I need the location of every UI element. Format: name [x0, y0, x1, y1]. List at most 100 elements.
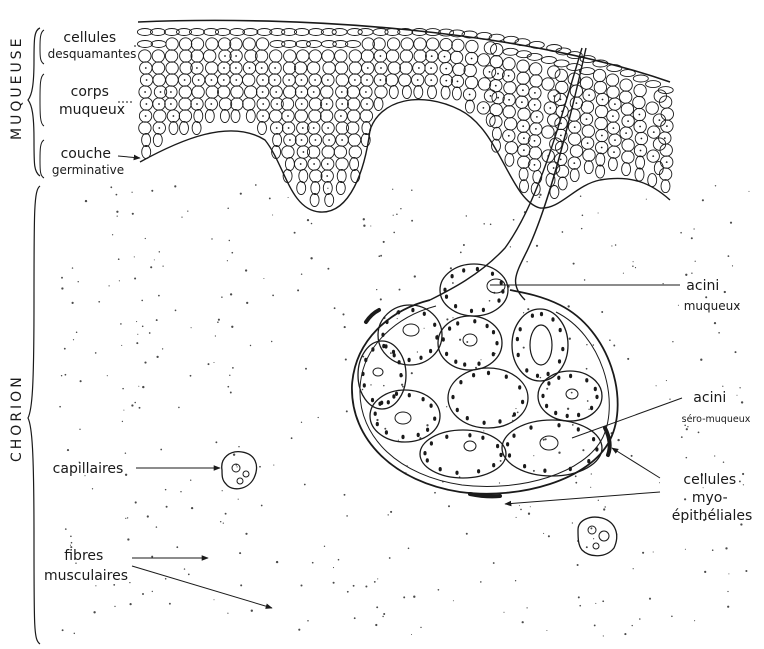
acinar-nucleus	[381, 333, 384, 337]
stipple-dot	[376, 289, 377, 290]
epithelial-cell	[374, 98, 383, 111]
stipple-dot	[586, 344, 587, 345]
epithelial-cell	[478, 54, 490, 66]
stipple-dot	[333, 582, 335, 584]
acinar-nucleus	[481, 436, 484, 440]
stipple-dot	[190, 375, 192, 377]
capillary-2	[578, 517, 617, 556]
cell-nucleus	[196, 103, 198, 105]
stipple-dot	[466, 341, 468, 343]
cell-nucleus	[664, 137, 666, 139]
stipple-dot	[741, 401, 743, 403]
epithelial-cell	[466, 40, 478, 52]
stipple-dot	[353, 585, 355, 587]
stipple-dot	[114, 606, 115, 607]
cell-nucleus	[328, 139, 330, 141]
cell-nucleus	[235, 55, 237, 57]
stipple-dot	[382, 616, 383, 617]
stipple-dot	[184, 568, 185, 569]
epithelial-cell	[570, 145, 582, 157]
acinar-nucleus	[543, 469, 546, 473]
stipple-dot	[159, 251, 160, 252]
epithelial-cell	[529, 147, 541, 159]
epithelial-cell	[180, 50, 192, 62]
cell-nucleus	[380, 55, 382, 57]
stipple-dot	[327, 268, 329, 270]
cell-nucleus	[287, 115, 289, 117]
epithelial-cell	[307, 62, 319, 74]
stipple-dot	[500, 460, 502, 462]
epithelial-cell	[283, 62, 295, 74]
epithelial-cell	[464, 64, 476, 76]
epithelial-cell	[620, 70, 635, 77]
stipple-dot	[582, 215, 584, 217]
stipple-dot	[230, 392, 232, 394]
stipple-dot	[156, 526, 157, 527]
epithelial-cell	[414, 86, 423, 99]
stipple-dot	[631, 455, 633, 457]
stipple-dot	[691, 237, 693, 239]
cell-nucleus	[354, 79, 356, 81]
stipple-dot	[725, 547, 727, 549]
cell-nucleus	[146, 103, 148, 105]
epithelial-cell	[504, 82, 516, 94]
stipple-dot	[724, 291, 726, 293]
basement-membrane	[140, 100, 670, 212]
epithelial-cell	[582, 125, 594, 137]
epithelial-cell	[505, 142, 517, 154]
stipple-dot	[227, 260, 228, 261]
acinar-nucleus	[371, 398, 374, 402]
acinar-nucleus	[499, 453, 502, 457]
stipple-dot	[694, 620, 695, 621]
epithelial-cell	[478, 78, 490, 90]
stipple-dot	[400, 208, 401, 209]
epithelial-cell	[399, 74, 411, 86]
stipple-dot	[685, 549, 686, 550]
stipple-dot	[671, 616, 673, 618]
epithelial-cell	[608, 158, 617, 171]
cell-nucleus	[170, 103, 172, 105]
epithelial-cell	[636, 156, 645, 169]
acinar-nucleus	[456, 321, 459, 325]
stipple-dot	[222, 490, 223, 491]
stipple-dot	[338, 559, 340, 561]
stipple-dot	[245, 533, 247, 535]
stipple-dot	[490, 224, 492, 226]
epithelial-cell	[336, 158, 348, 170]
epithelial-cell	[282, 146, 294, 158]
stipple-dot	[594, 624, 596, 626]
epithelial-cell	[336, 182, 345, 195]
acinar-nucleus	[445, 295, 448, 299]
stipple-dot	[593, 344, 595, 346]
stipple-dot	[510, 246, 511, 247]
stipple-dot	[732, 265, 733, 266]
stipple-dot	[142, 593, 144, 595]
stipple-dot	[269, 197, 271, 199]
epithelial-cell	[179, 110, 191, 122]
epithelial-cell	[204, 50, 216, 62]
epithelial-cell	[654, 162, 663, 175]
epithelial-cell	[164, 29, 179, 36]
acinar-nucleus	[463, 362, 466, 366]
stipple-dot	[165, 489, 167, 491]
stipple-dot	[693, 228, 694, 229]
acinar-nucleus	[577, 427, 580, 431]
acinar-nucleus	[408, 358, 411, 362]
epithelial-cell	[349, 62, 361, 74]
stipple-dot	[107, 375, 108, 376]
stipple-dot	[211, 238, 212, 239]
cell-nucleus	[471, 58, 473, 60]
acinar-nucleus	[419, 356, 422, 360]
stipple-dot	[378, 255, 380, 257]
epithelial-cell	[401, 38, 413, 50]
corps-muqueux-brace	[40, 74, 44, 126]
stipple-dot	[307, 219, 309, 221]
stipple-dot	[113, 584, 115, 586]
stipple-dot	[136, 342, 138, 344]
stipple-dot	[543, 533, 544, 534]
acinar-nucleus	[482, 308, 485, 312]
stipple-dot	[119, 280, 120, 281]
cell-nucleus	[326, 175, 328, 177]
epithelial-cell	[270, 110, 282, 122]
stipple-dot	[466, 215, 467, 216]
